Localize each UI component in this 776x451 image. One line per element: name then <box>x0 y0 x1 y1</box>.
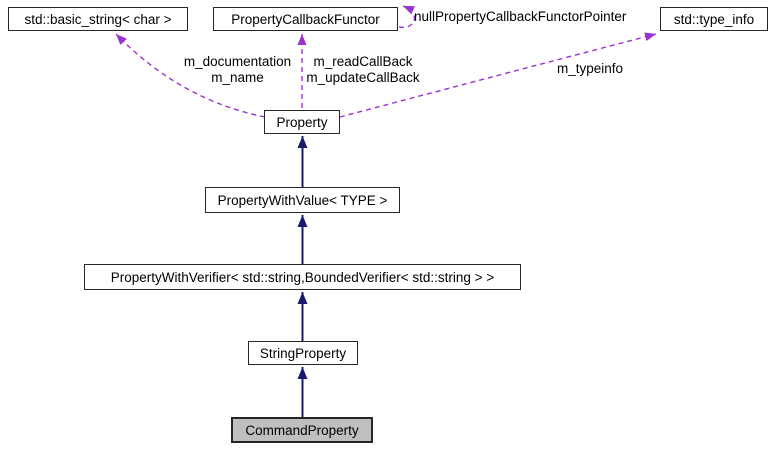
node-std-basic-string[interactable]: std::basic_string< char > <box>8 7 188 31</box>
node-property[interactable]: Property <box>264 110 340 134</box>
usage-arrow-property-basicstring <box>115 33 266 118</box>
edge-label-callbacks-line2: m_updateCallBack <box>306 70 420 85</box>
node-property-with-value[interactable]: PropertyWithValue< TYPE > <box>205 187 400 213</box>
node-command-property: CommandProperty <box>231 417 373 443</box>
node-string-property[interactable]: StringProperty <box>248 341 358 365</box>
edge-label-documentation-line2: m_name <box>211 70 264 85</box>
node-std-type-info[interactable]: std::type_info <box>660 7 768 31</box>
node-property-with-verifier[interactable]: PropertyWithVerifier< std::string,Bounde… <box>84 264 521 290</box>
edge-label-typeinfo: m_typeinfo <box>557 61 624 76</box>
usage-arrow-property-typeinfo <box>339 32 657 118</box>
edge-label-callbacks-line1: m_readCallBack <box>313 54 413 69</box>
edge-label-documentation: m_documentation m_name <box>160 54 315 86</box>
edge-label-null-pointer: nullPropertyCallbackFunctorPointer <box>414 9 627 24</box>
edge-label-documentation-line1: m_documentation <box>183 54 292 69</box>
node-property-callback-functor[interactable]: PropertyCallbackFunctor <box>213 7 398 31</box>
edge-label-callbacks: m_readCallBack m_updateCallBack <box>295 54 431 86</box>
usage-arrow-callbackfunctor-self-loop <box>398 5 416 28</box>
